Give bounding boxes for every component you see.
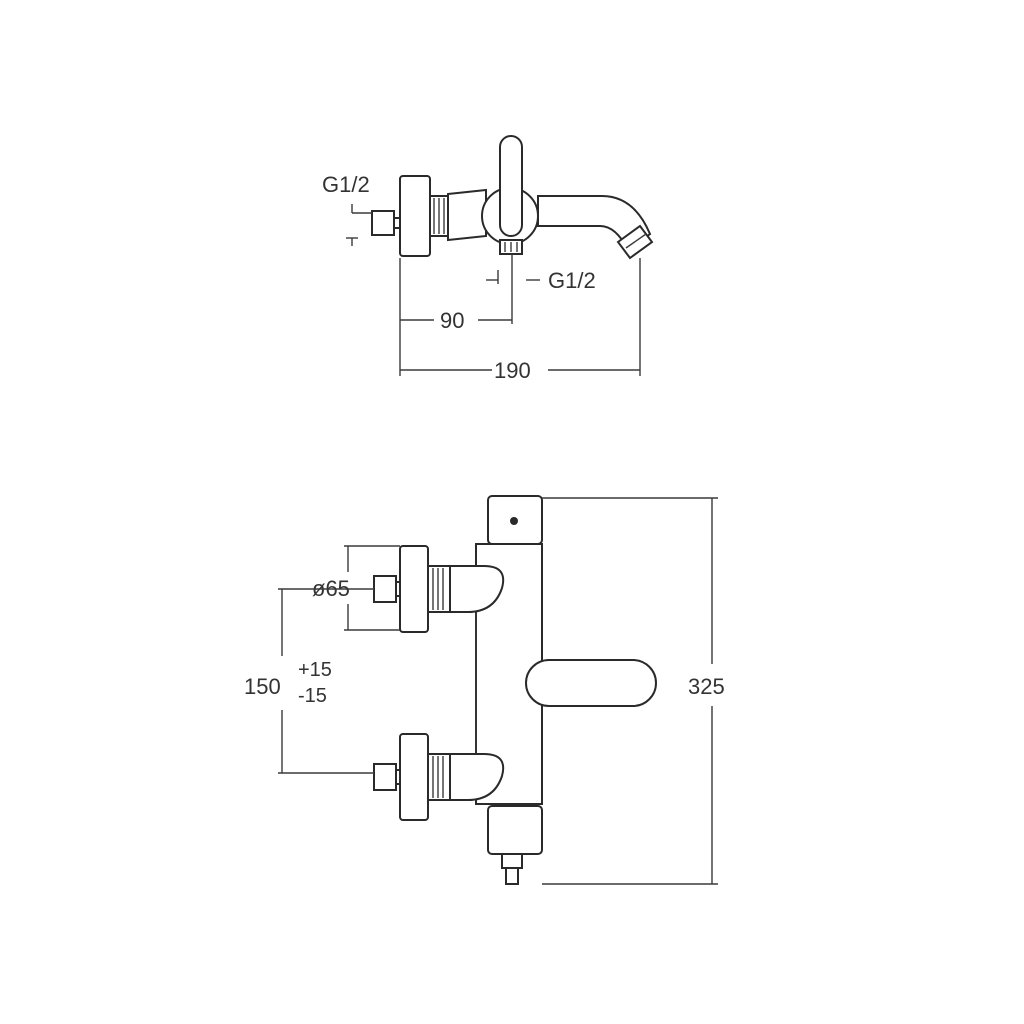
- front-view: ø65 150 +15 -15 325: [244, 495, 725, 885]
- front-upper-thread: [427, 565, 451, 613]
- dim-190-label: 190: [494, 358, 531, 383]
- front-lower-elbow: [449, 753, 505, 801]
- top-wall-flange: [399, 175, 431, 257]
- inlet-bottom-label: G1/2: [548, 268, 596, 293]
- top-lever: [499, 135, 523, 237]
- front-lower-thread: [427, 753, 451, 801]
- front-upper-elbow: [449, 565, 505, 613]
- front-bottom-nozzle: [501, 853, 523, 869]
- front-bottom-cap: [487, 805, 543, 855]
- dim-90-label: 90: [440, 308, 464, 333]
- spacing-value-label: 150: [244, 674, 281, 699]
- front-upper-connector: [373, 575, 397, 603]
- front-lower-flange: [399, 733, 429, 821]
- front-upper-flange: [399, 545, 429, 633]
- top-inlet-connector: [371, 210, 395, 236]
- top-body: [447, 188, 487, 242]
- top-view: G1/2 G1/2 90 190: [322, 135, 654, 383]
- front-bottom-nozzle-tip: [505, 867, 519, 885]
- front-lower-connector: [373, 763, 397, 791]
- inlet-left-label: G1/2: [322, 172, 370, 197]
- front-top-dot: [510, 517, 518, 525]
- height-label: 325: [688, 674, 725, 699]
- spacing-tol-plus-label: +15: [298, 659, 332, 681]
- spacing-tol-minus-label: -15: [298, 685, 327, 707]
- front-lever: [525, 659, 657, 707]
